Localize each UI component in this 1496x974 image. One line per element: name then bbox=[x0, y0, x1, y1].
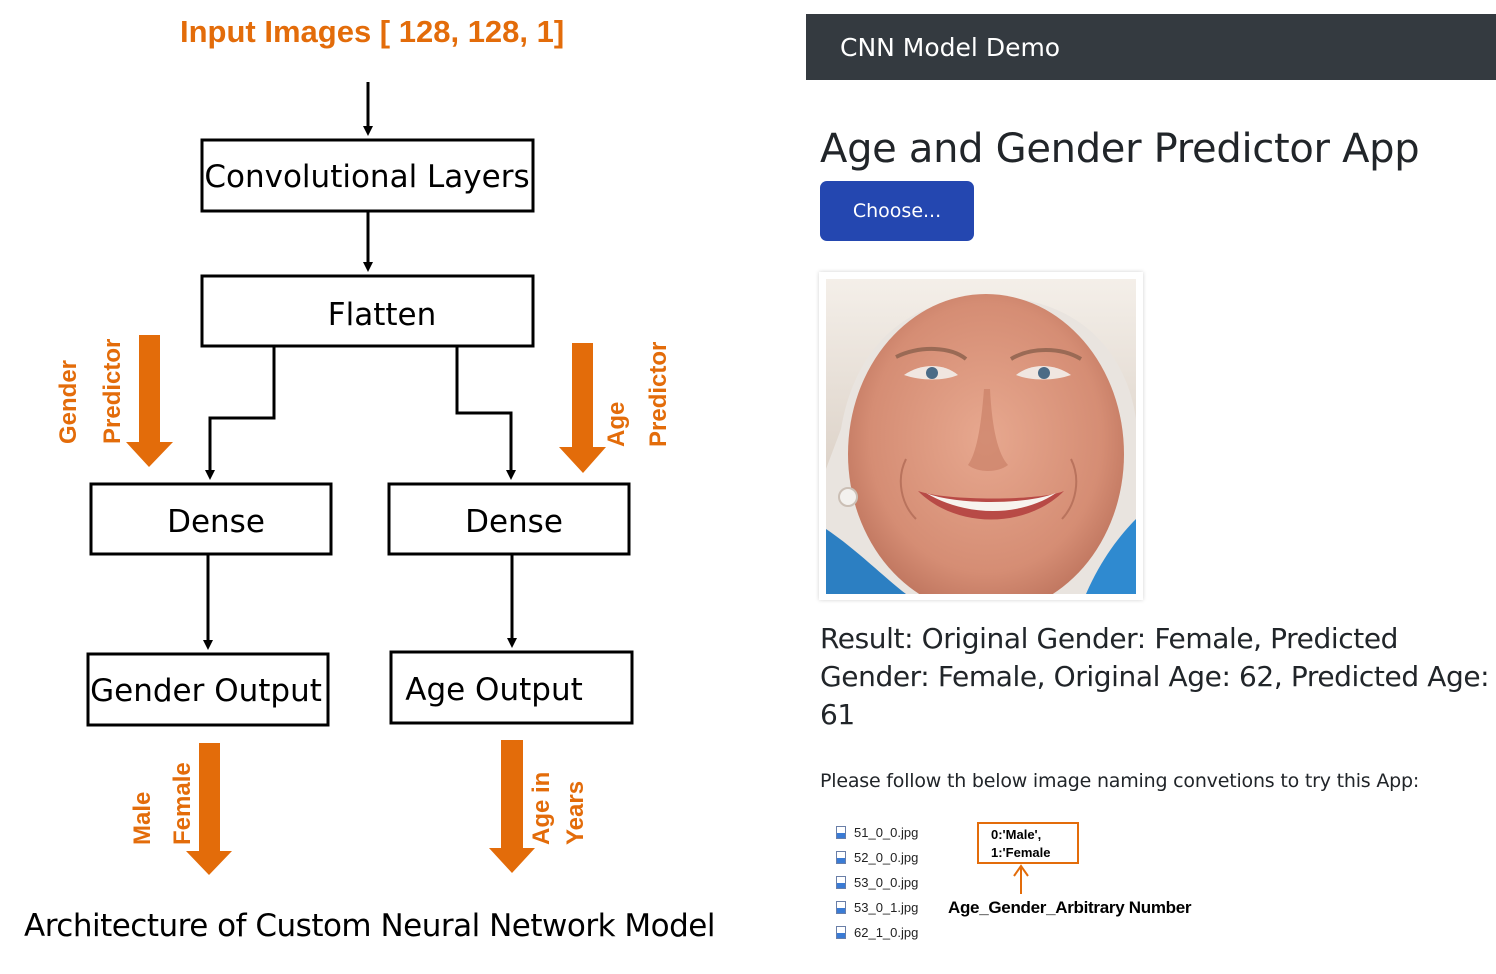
diagram-caption: Architecture of Custom Neural Network Mo… bbox=[24, 908, 715, 944]
gender-output-arrow bbox=[186, 743, 232, 875]
conv-layers-box bbox=[200, 138, 535, 213]
dense-left-label: Dense bbox=[167, 504, 265, 540]
face-photo bbox=[826, 279, 1136, 594]
age-in-label: Age in bbox=[528, 772, 555, 845]
arrow-up-icon bbox=[1013, 864, 1029, 894]
arrow-flatten-to-dense-right bbox=[455, 347, 516, 480]
input-title: Input Images [ 128, 128, 1] bbox=[180, 14, 565, 49]
file-item: 53_0_1.jpg bbox=[836, 895, 918, 920]
age-label: Age bbox=[603, 402, 630, 447]
file-name: 53_0_0.jpg bbox=[854, 875, 919, 890]
example-file-list: 51_0_0.jpg 52_0_0.jpg 53_0_0.jpg 53_0_1.… bbox=[836, 820, 918, 945]
image-file-icon bbox=[836, 901, 846, 914]
choose-file-button[interactable]: Choose... bbox=[820, 181, 974, 241]
age-predictor-label: Predictor bbox=[645, 342, 672, 447]
gender-code-female: 1:'Female bbox=[991, 845, 1051, 860]
file-item: 53_0_0.jpg bbox=[836, 870, 918, 895]
years-label: Years bbox=[562, 781, 589, 845]
file-name: 62_1_0.jpg bbox=[854, 925, 919, 940]
age-output-arrow bbox=[489, 740, 535, 873]
navbar: CNN Model Demo bbox=[806, 14, 1496, 80]
dense-left-box bbox=[89, 482, 333, 556]
dense-right-label: Dense bbox=[465, 504, 563, 540]
gender-code-box: 0:'Male', 1:'Female bbox=[977, 822, 1079, 864]
app-window: CNN Model Demo Age and Gender Predictor … bbox=[806, 14, 1496, 974]
image-file-icon bbox=[836, 876, 846, 889]
image-file-icon bbox=[836, 826, 846, 839]
naming-convention-note: Please follow th below image naming conv… bbox=[820, 770, 1420, 792]
file-item: 52_0_0.jpg bbox=[836, 845, 918, 870]
prediction-result: Result: Original Gender: Female, Predict… bbox=[820, 622, 1490, 731]
conv-layers-label: Convolutional Layers bbox=[204, 159, 529, 195]
file-name: 52_0_0.jpg bbox=[854, 850, 919, 865]
gender-predictor-arrow bbox=[126, 335, 173, 467]
gender-predictor-label: Predictor bbox=[99, 339, 126, 444]
arrow-flatten-to-dense-left bbox=[205, 347, 276, 480]
navbar-brand[interactable]: CNN Model Demo bbox=[840, 33, 1061, 62]
male-label: Male bbox=[129, 792, 156, 845]
page-title: Age and Gender Predictor App bbox=[820, 126, 1420, 172]
image-file-icon bbox=[836, 851, 846, 864]
gender-output-box bbox=[86, 652, 330, 727]
dense-right-box bbox=[387, 482, 631, 556]
connectors bbox=[203, 82, 517, 650]
gender-output-label: Gender Output bbox=[90, 673, 322, 709]
naming-format: Age_Gender_Arbitrary Number bbox=[948, 898, 1192, 917]
age-output-box bbox=[389, 650, 634, 725]
gender-code-male: 0:'Male', bbox=[991, 827, 1042, 842]
uploaded-image-frame bbox=[819, 272, 1143, 600]
file-item: 62_1_0.jpg bbox=[836, 920, 918, 945]
female-label: Female bbox=[169, 762, 196, 845]
flatten-label: Flatten bbox=[328, 297, 436, 333]
image-file-icon bbox=[836, 926, 846, 939]
file-name: 53_0_1.jpg bbox=[854, 900, 919, 915]
architecture-diagram: Convolutional Layers Flatten Dense Dense… bbox=[55, 82, 672, 875]
age-predictor-arrow bbox=[559, 343, 606, 473]
gender-label: Gender bbox=[55, 360, 82, 444]
flatten-box bbox=[200, 274, 535, 348]
age-output-label: Age Output bbox=[405, 672, 583, 708]
file-item: 51_0_0.jpg bbox=[836, 820, 918, 845]
file-name: 51_0_0.jpg bbox=[854, 825, 919, 840]
